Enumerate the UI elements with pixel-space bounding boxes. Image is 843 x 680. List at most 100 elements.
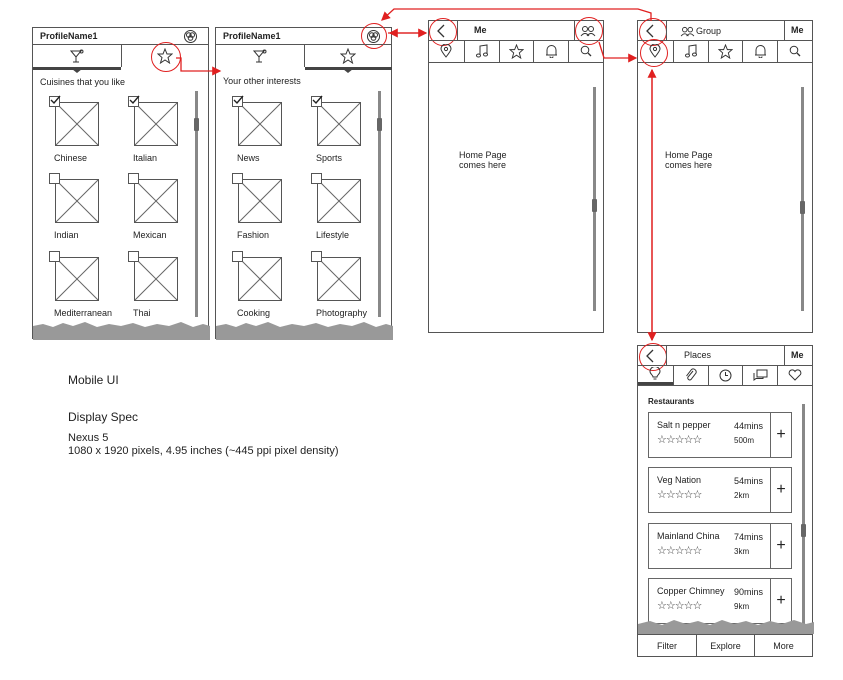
tab-paperclip[interactable]	[672, 365, 708, 385]
note-resolution: 1080 x 1920 pixels, 4.95 inches (~445 pp…	[68, 445, 339, 457]
search-icon	[569, 40, 603, 62]
restaurant-name: Copper Chimney	[657, 586, 725, 596]
bottom-explore-button[interactable]: Explore	[696, 635, 754, 656]
screen-title: Group	[696, 26, 722, 36]
tab-bell[interactable]	[742, 40, 777, 62]
tab-cuisines[interactable]	[216, 45, 304, 67]
item-label: Indian	[54, 230, 79, 240]
bottom-filter-button[interactable]: Filter	[657, 640, 677, 651]
bottom-more-button[interactable]: More	[754, 635, 812, 656]
search-icon	[778, 40, 812, 62]
restaurant-time: 74mins	[734, 532, 764, 542]
rating-stars[interactable]: ☆☆☆☆☆	[657, 434, 702, 446]
rating-stars[interactable]: ☆☆☆☆☆	[657, 545, 702, 557]
cocktail-icon	[69, 48, 85, 64]
checkbox[interactable]	[311, 251, 322, 262]
restaurant-time: 90mins	[734, 587, 764, 597]
tab-bell[interactable]	[533, 40, 568, 62]
screen-home-me: Me Home Page comes here	[428, 17, 604, 333]
tab-heart[interactable]	[777, 365, 812, 385]
checkbox[interactable]	[49, 173, 60, 184]
image-placeholder[interactable]	[134, 179, 178, 223]
image-placeholder[interactable]	[317, 102, 361, 146]
bell-icon	[534, 40, 568, 62]
paperclip-icon	[674, 365, 708, 385]
tab-lightbulb[interactable]	[638, 365, 673, 385]
section-title: Restaurants	[648, 397, 695, 406]
me-button[interactable]: Me	[791, 25, 804, 35]
image-placeholder[interactable]	[134, 257, 178, 301]
note-mobile-ui: Mobile UI	[68, 373, 119, 387]
restaurant-name: Mainland China	[657, 531, 720, 541]
image-placeholder[interactable]	[238, 102, 282, 146]
tab-chat[interactable]	[742, 365, 777, 385]
music-note-icon	[465, 40, 499, 62]
tab-star[interactable]	[707, 40, 743, 62]
image-placeholder[interactable]	[55, 102, 99, 146]
restaurant-distance: 3km	[734, 547, 750, 556]
scrollbar[interactable]	[801, 87, 804, 311]
image-placeholder[interactable]	[238, 179, 282, 223]
checkbox[interactable]	[311, 95, 323, 107]
screen-title: Places	[684, 350, 712, 360]
chat-icon	[743, 365, 777, 385]
scroll-thumb[interactable]	[800, 201, 805, 214]
add-button[interactable]: +	[770, 413, 791, 457]
group-circles-icon[interactable]	[183, 29, 197, 43]
tab-music-note[interactable]	[672, 40, 708, 62]
item-label: Mexican	[133, 230, 167, 240]
scrollbar[interactable]	[195, 91, 198, 317]
image-placeholder[interactable]	[238, 257, 282, 301]
rating-stars[interactable]: ☆☆☆☆☆	[657, 489, 702, 501]
tab-interests[interactable]	[305, 45, 392, 70]
tab-clock[interactable]	[707, 365, 743, 385]
scroll-thumb[interactable]	[194, 118, 199, 131]
tab-search[interactable]	[777, 40, 812, 62]
checkbox[interactable]	[311, 173, 322, 184]
image-placeholder[interactable]	[134, 102, 178, 146]
restaurant-distance: 2km	[734, 491, 750, 500]
restaurant-time: 54mins	[734, 476, 764, 486]
tab-location-pin[interactable]	[429, 40, 464, 62]
bell-icon	[743, 40, 777, 62]
rating-stars[interactable]: ☆☆☆☆☆	[657, 600, 702, 612]
checkbox[interactable]	[128, 173, 139, 184]
add-button[interactable]: +	[770, 468, 791, 512]
checkbox[interactable]	[49, 95, 61, 107]
scroll-thumb[interactable]	[592, 199, 597, 212]
scrollbar[interactable]	[802, 404, 805, 624]
home-text-line2: comes here	[459, 160, 507, 170]
scrollbar[interactable]	[378, 91, 381, 317]
checkbox[interactable]	[128, 95, 140, 107]
checkbox[interactable]	[232, 95, 244, 107]
add-button[interactable]: +	[770, 524, 791, 568]
home-text-line1: Home Page	[459, 150, 507, 160]
restaurant-card[interactable]: Mainland China 74mins ☆☆☆☆☆ 3km +	[648, 523, 792, 569]
clock-icon	[709, 365, 743, 385]
add-button[interactable]: +	[770, 579, 791, 623]
image-placeholder[interactable]	[317, 179, 361, 223]
checkbox[interactable]	[232, 173, 243, 184]
image-placeholder[interactable]	[317, 257, 361, 301]
checkbox[interactable]	[128, 251, 139, 262]
tab-search[interactable]	[568, 40, 603, 62]
profile-name: ProfileName1	[223, 31, 281, 41]
tab-star[interactable]	[498, 40, 534, 62]
me-button[interactable]: Me	[791, 350, 804, 360]
checkbox[interactable]	[232, 251, 243, 262]
tab-cuisines[interactable]	[33, 45, 121, 70]
scroll-thumb[interactable]	[377, 118, 382, 131]
star-icon	[339, 47, 357, 65]
section-title: Cuisines that you like	[40, 77, 126, 87]
image-placeholder[interactable]	[55, 257, 99, 301]
scroll-thumb[interactable]	[801, 524, 806, 537]
checkbox[interactable]	[49, 251, 60, 262]
item-label: News	[237, 153, 260, 163]
image-placeholder[interactable]	[55, 179, 99, 223]
restaurant-time: 44mins	[734, 421, 764, 431]
tab-music-note[interactable]	[463, 40, 499, 62]
